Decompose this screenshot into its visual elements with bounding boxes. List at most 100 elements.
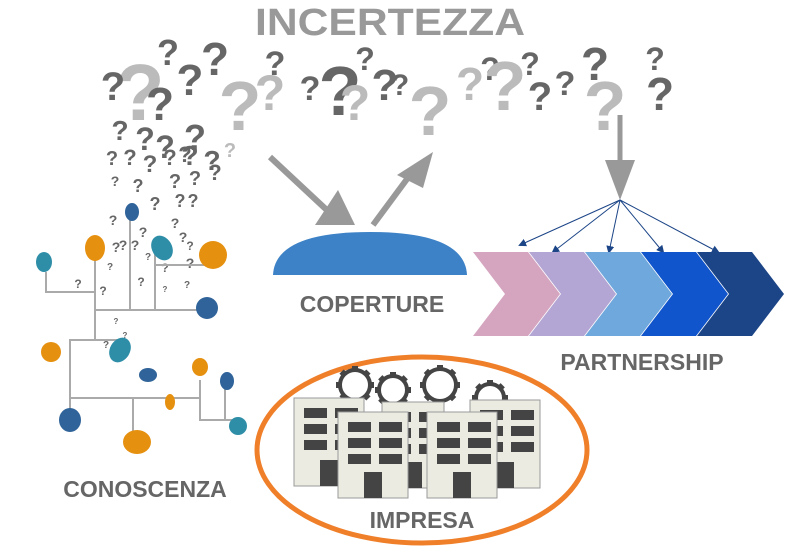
partnership-chevrons — [473, 252, 784, 336]
question-mark-icon: ? — [137, 275, 144, 289]
question-mark-icon: ? — [265, 45, 286, 83]
arrow-up-right-icon — [397, 152, 433, 188]
question-mark-icon: ? — [555, 65, 576, 103]
node — [199, 241, 227, 269]
question-mark-icon: ? — [103, 340, 109, 351]
coperture-dome — [273, 232, 467, 275]
question-mark-icon: ? — [116, 48, 165, 137]
chevron-step-5 — [697, 252, 784, 336]
impresa-ring — [254, 354, 590, 546]
question-mark-icon: ? — [179, 229, 188, 245]
question-mark-icon: ? — [645, 41, 665, 77]
question-mark-icon: ? — [107, 262, 113, 273]
question-mark-icon: ? — [143, 151, 158, 178]
question-mark-icon: ? — [391, 69, 409, 102]
question-mark-icon: ? — [175, 191, 186, 211]
node — [165, 394, 175, 410]
question-mark-icon: ? — [106, 148, 118, 170]
question-mark-icon: ? — [101, 65, 125, 109]
question-mark-icon: ? — [186, 239, 193, 253]
question-mark-icon: ? — [184, 280, 190, 291]
node — [59, 408, 81, 432]
node — [151, 235, 173, 261]
question-mark-icon: ? — [111, 173, 120, 189]
knowledge-tree — [45, 220, 235, 440]
question-mark-icon: ? — [186, 255, 195, 271]
question-mark-icon: ? — [99, 284, 106, 298]
question-mark-icon: ? — [372, 61, 399, 110]
node — [196, 297, 218, 319]
question-mark-icon: ? — [224, 140, 236, 162]
partnership-fan — [518, 199, 720, 254]
gear-icon — [375, 372, 411, 408]
node — [229, 417, 247, 435]
conoscenza-label: CONOSCENZA — [63, 476, 227, 502]
question-mark-icon: ? — [161, 261, 168, 275]
question-mark-icon: ? — [139, 224, 148, 240]
question-mark-icon: ? — [319, 52, 362, 130]
question-mark-icon: ? — [109, 212, 118, 228]
question-mark-icon: ? — [409, 72, 452, 150]
question-mark-icon: ? — [484, 47, 527, 125]
chevron-step-4 — [641, 252, 728, 336]
question-mark-icon: ? — [163, 145, 176, 170]
node — [220, 372, 234, 390]
question-mark-icon: ? — [146, 78, 174, 130]
question-mark-icon: ? — [520, 46, 540, 82]
title: INCERTEZZA — [255, 2, 525, 44]
question-mark-icon: ? — [189, 168, 201, 190]
node — [41, 342, 61, 362]
question-mark-icon: ? — [123, 331, 128, 340]
question-mark-icon: ? — [169, 171, 181, 193]
node — [36, 252, 52, 272]
question-mark-icon: ? — [581, 38, 609, 90]
question-mark-icon: ? — [340, 75, 371, 131]
question-mark-icon: ? — [188, 191, 199, 211]
arrow-down-right-icon — [315, 190, 355, 225]
question-mark-icon: ? — [163, 285, 168, 294]
question-mark-icon: ? — [123, 145, 136, 170]
question-mark-icon: ? — [300, 70, 321, 108]
chevron-step-3 — [585, 252, 672, 336]
question-mark-icon: ? — [177, 56, 204, 105]
question-mark-icon: ? — [135, 121, 155, 157]
coperture-label: COPERTURE — [300, 291, 444, 317]
question-mark-icon: ? — [133, 176, 144, 196]
question-mark-icon: ? — [157, 32, 179, 73]
question-mark-icon: ? — [114, 317, 119, 326]
question-mark-icon: ? — [208, 160, 221, 185]
question-mark-icon: ? — [219, 67, 262, 145]
partnership-label: PARTNERSHIP — [560, 349, 723, 375]
question-mark-icon: ? — [184, 117, 206, 158]
question-marks-cloud: ????????????????????????????????????????… — [74, 32, 674, 351]
question-mark-icon: ? — [112, 239, 121, 255]
question-mark-icon: ? — [178, 142, 191, 167]
node — [139, 368, 157, 382]
question-mark-icon: ? — [150, 194, 161, 214]
impresa-buildings — [293, 365, 541, 499]
node — [109, 337, 131, 363]
question-mark-icon: ? — [646, 68, 674, 120]
uncertainty-arrows — [267, 115, 635, 227]
node — [192, 358, 208, 376]
question-mark-icon: ? — [528, 75, 552, 119]
question-mark-icon: ? — [255, 65, 286, 121]
node — [85, 235, 105, 261]
building-icon — [426, 411, 498, 499]
impresa-label: IMPRESA — [370, 507, 475, 533]
question-mark-icon: ? — [181, 140, 198, 171]
question-mark-icon: ? — [355, 41, 375, 77]
question-mark-icon: ? — [155, 129, 175, 165]
question-mark-icon: ? — [111, 115, 128, 146]
question-mark-icon: ? — [145, 252, 151, 263]
question-mark-icon: ? — [456, 58, 484, 110]
node — [123, 430, 151, 454]
question-mark-icon: ? — [480, 51, 500, 87]
knowledge-nodes — [36, 203, 247, 454]
question-mark-icon: ? — [119, 237, 128, 253]
gear-icon — [420, 365, 460, 405]
building-icon — [337, 411, 409, 499]
question-mark-icon: ? — [201, 33, 229, 85]
node — [125, 203, 139, 221]
